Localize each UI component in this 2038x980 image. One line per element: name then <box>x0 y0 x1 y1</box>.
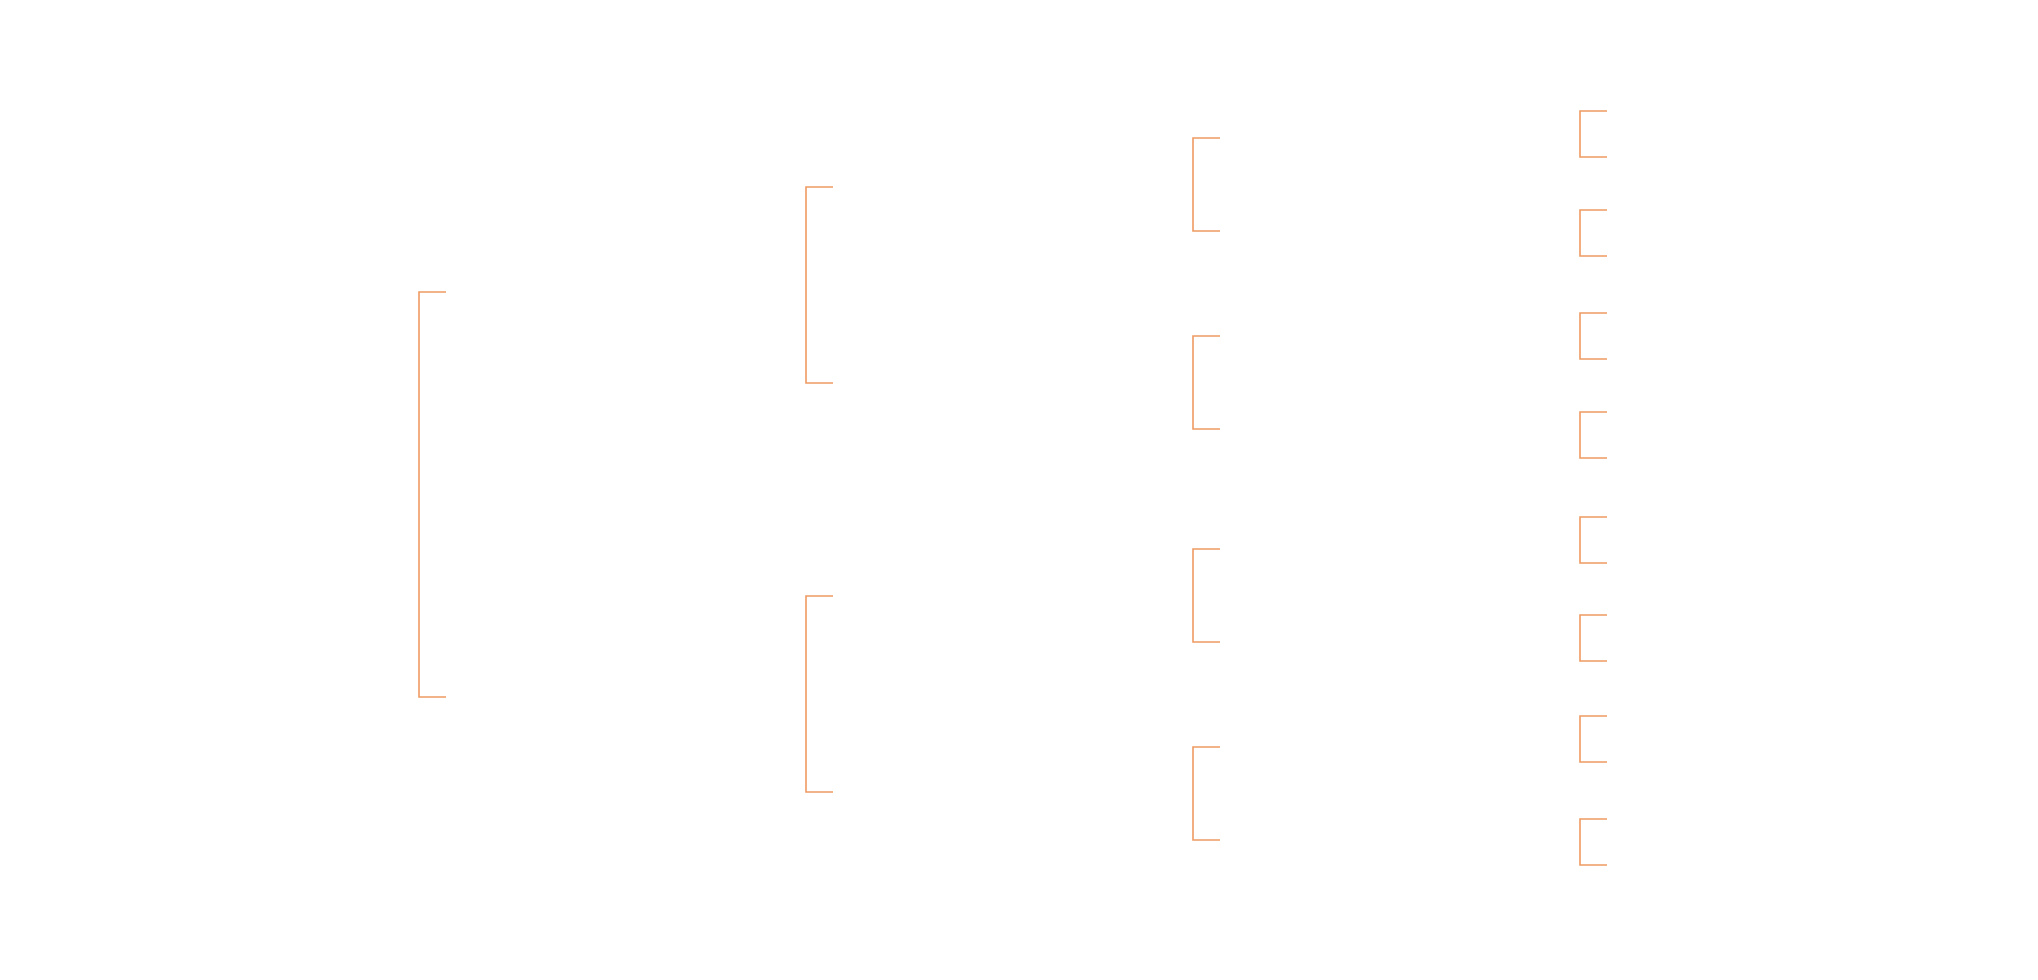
bracket-level4-7 <box>1579 715 1607 763</box>
bracket-level4-5 <box>1579 516 1607 564</box>
bracket-level4-3 <box>1579 312 1607 360</box>
bracket-level4-2 <box>1579 209 1607 257</box>
bracket-level3-1 <box>1192 137 1220 232</box>
bracket-level1-root <box>418 291 446 698</box>
bracket-level3-3 <box>1192 548 1220 643</box>
bracket-level4-8 <box>1579 818 1607 866</box>
bracket-level4-6 <box>1579 614 1607 662</box>
bracket-level3-2 <box>1192 335 1220 430</box>
bracket-level4-4 <box>1579 411 1607 459</box>
bracket-level3-4 <box>1192 746 1220 841</box>
bracket-level2-1 <box>805 186 833 384</box>
bracket-level4-1 <box>1579 110 1607 158</box>
bracket-level2-2 <box>805 595 833 793</box>
